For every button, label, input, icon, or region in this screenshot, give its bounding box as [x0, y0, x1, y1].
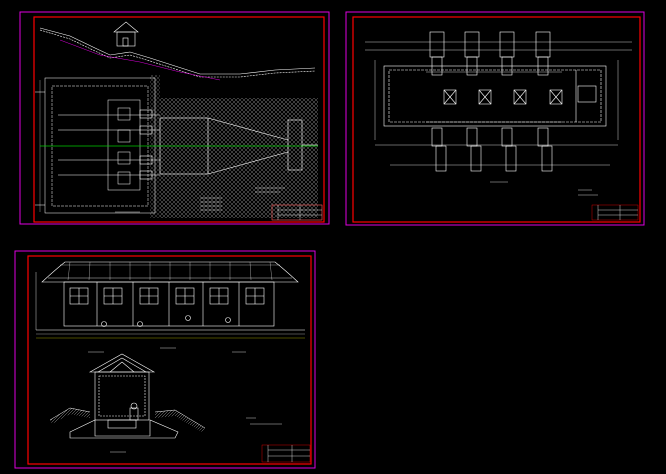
- title-block: [261, 444, 311, 463]
- sheet-border: [345, 11, 645, 226]
- plan-caption: [490, 181, 598, 196]
- dimension-lines: [365, 41, 632, 166]
- hatched-zone: [160, 98, 318, 218]
- sheet-floor-plan[interactable]: [345, 11, 645, 226]
- sheet-elevation-section[interactable]: [14, 250, 316, 469]
- section-notes: [110, 417, 282, 453]
- sheet-border: [19, 11, 330, 225]
- pump-unit-4: [535, 31, 563, 172]
- pump-house-icon: [113, 21, 139, 47]
- sheet-frame: [352, 16, 641, 223]
- section-slope-hatch-left: [50, 408, 90, 424]
- elevation-labels: [88, 347, 246, 353]
- sheet-frame: [33, 16, 325, 223]
- cross-section: [69, 353, 179, 439]
- title-block: [271, 204, 323, 221]
- notes-block: [115, 187, 285, 213]
- title-block: [591, 204, 639, 221]
- terrain-profile: [39, 27, 316, 81]
- sheet-site-plan[interactable]: [19, 11, 330, 225]
- pump-unit-2: [464, 31, 492, 172]
- front-elevation: [35, 261, 305, 339]
- pump-unit-1: [429, 31, 457, 172]
- sheet-frame: [27, 255, 312, 465]
- sheet-border: [14, 250, 316, 469]
- pump-unit-3: [499, 31, 527, 172]
- pump-units: [426, 31, 563, 172]
- plan-building: [35, 77, 156, 214]
- section-slope-hatch-right: [155, 410, 205, 432]
- floor-plan-outline: [383, 65, 607, 127]
